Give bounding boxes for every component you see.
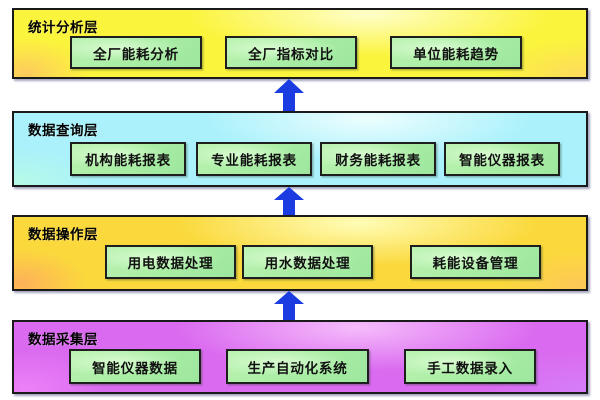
module-query-2[interactable]: 财务能耗报表 [320,142,436,176]
layer-query[interactable]: 数据查询层 机构能耗报表 专业能耗报表 财务能耗报表 智能仪器报表 [12,111,588,187]
module-query-2-label: 财务能耗报表 [335,153,421,169]
module-analysis-1[interactable]: 全厂指标对比 [225,36,357,69]
up-arrow-icon-query-to-analysis [274,79,304,111]
layer-query-label: 数据查询层 [28,123,98,139]
module-operation-1-label: 用水数据处理 [264,256,351,272]
module-operation-0-label: 用电数据处理 [127,256,214,272]
layer-analysis-label: 统计分析层 [28,20,98,36]
up-arrow-icon-operation-to-query [274,187,304,215]
module-query-3[interactable]: 智能仪器报表 [444,142,560,176]
module-operation-0[interactable]: 用电数据处理 [105,245,236,279]
module-analysis-1-label: 全厂指标对比 [248,46,334,63]
module-operation-1[interactable]: 用水数据处理 [242,245,373,279]
module-query-0[interactable]: 机构能耗报表 [70,142,186,176]
module-analysis-2[interactable]: 单位能耗趋势 [390,36,522,69]
module-operation-2-label: 耗能设备管理 [432,256,519,272]
module-collection-0[interactable]: 智能仪器数据 [69,349,201,384]
module-collection-1[interactable]: 生产自动化系统 [226,349,369,384]
layer-collection-label: 数据采集层 [28,332,98,348]
layer-analysis[interactable]: 统计分析层 全厂能耗分析 全厂指标对比 单位能耗趋势 [12,8,588,79]
module-query-3-label: 智能仪器报表 [459,153,545,169]
module-analysis-2-label: 单位能耗趋势 [413,46,499,63]
module-analysis-0[interactable]: 全厂能耗分析 [70,36,202,69]
module-query-1[interactable]: 专业能耗报表 [196,142,312,176]
layer-operation[interactable]: 数据操作层 用电数据处理 用水数据处理 耗能设备管理 [12,215,588,291]
up-arrow-icon-collection-to-operation [274,291,304,321]
module-query-1-label: 专业能耗报表 [211,153,297,169]
layer-collection[interactable]: 数据采集层 智能仪器数据 生产自动化系统 手工数据录入 [12,320,588,394]
module-analysis-0-label: 全厂能耗分析 [93,46,179,63]
module-collection-1-label: 生产自动化系统 [247,360,348,377]
module-query-0-label: 机构能耗报表 [85,153,171,169]
module-operation-2[interactable]: 耗能设备管理 [410,245,541,279]
module-collection-2[interactable]: 手工数据录入 [404,349,536,384]
layer-operation-label: 数据操作层 [28,227,98,243]
module-collection-2-label: 手工数据录入 [427,360,513,377]
module-collection-0-label: 智能仪器数据 [92,360,178,377]
